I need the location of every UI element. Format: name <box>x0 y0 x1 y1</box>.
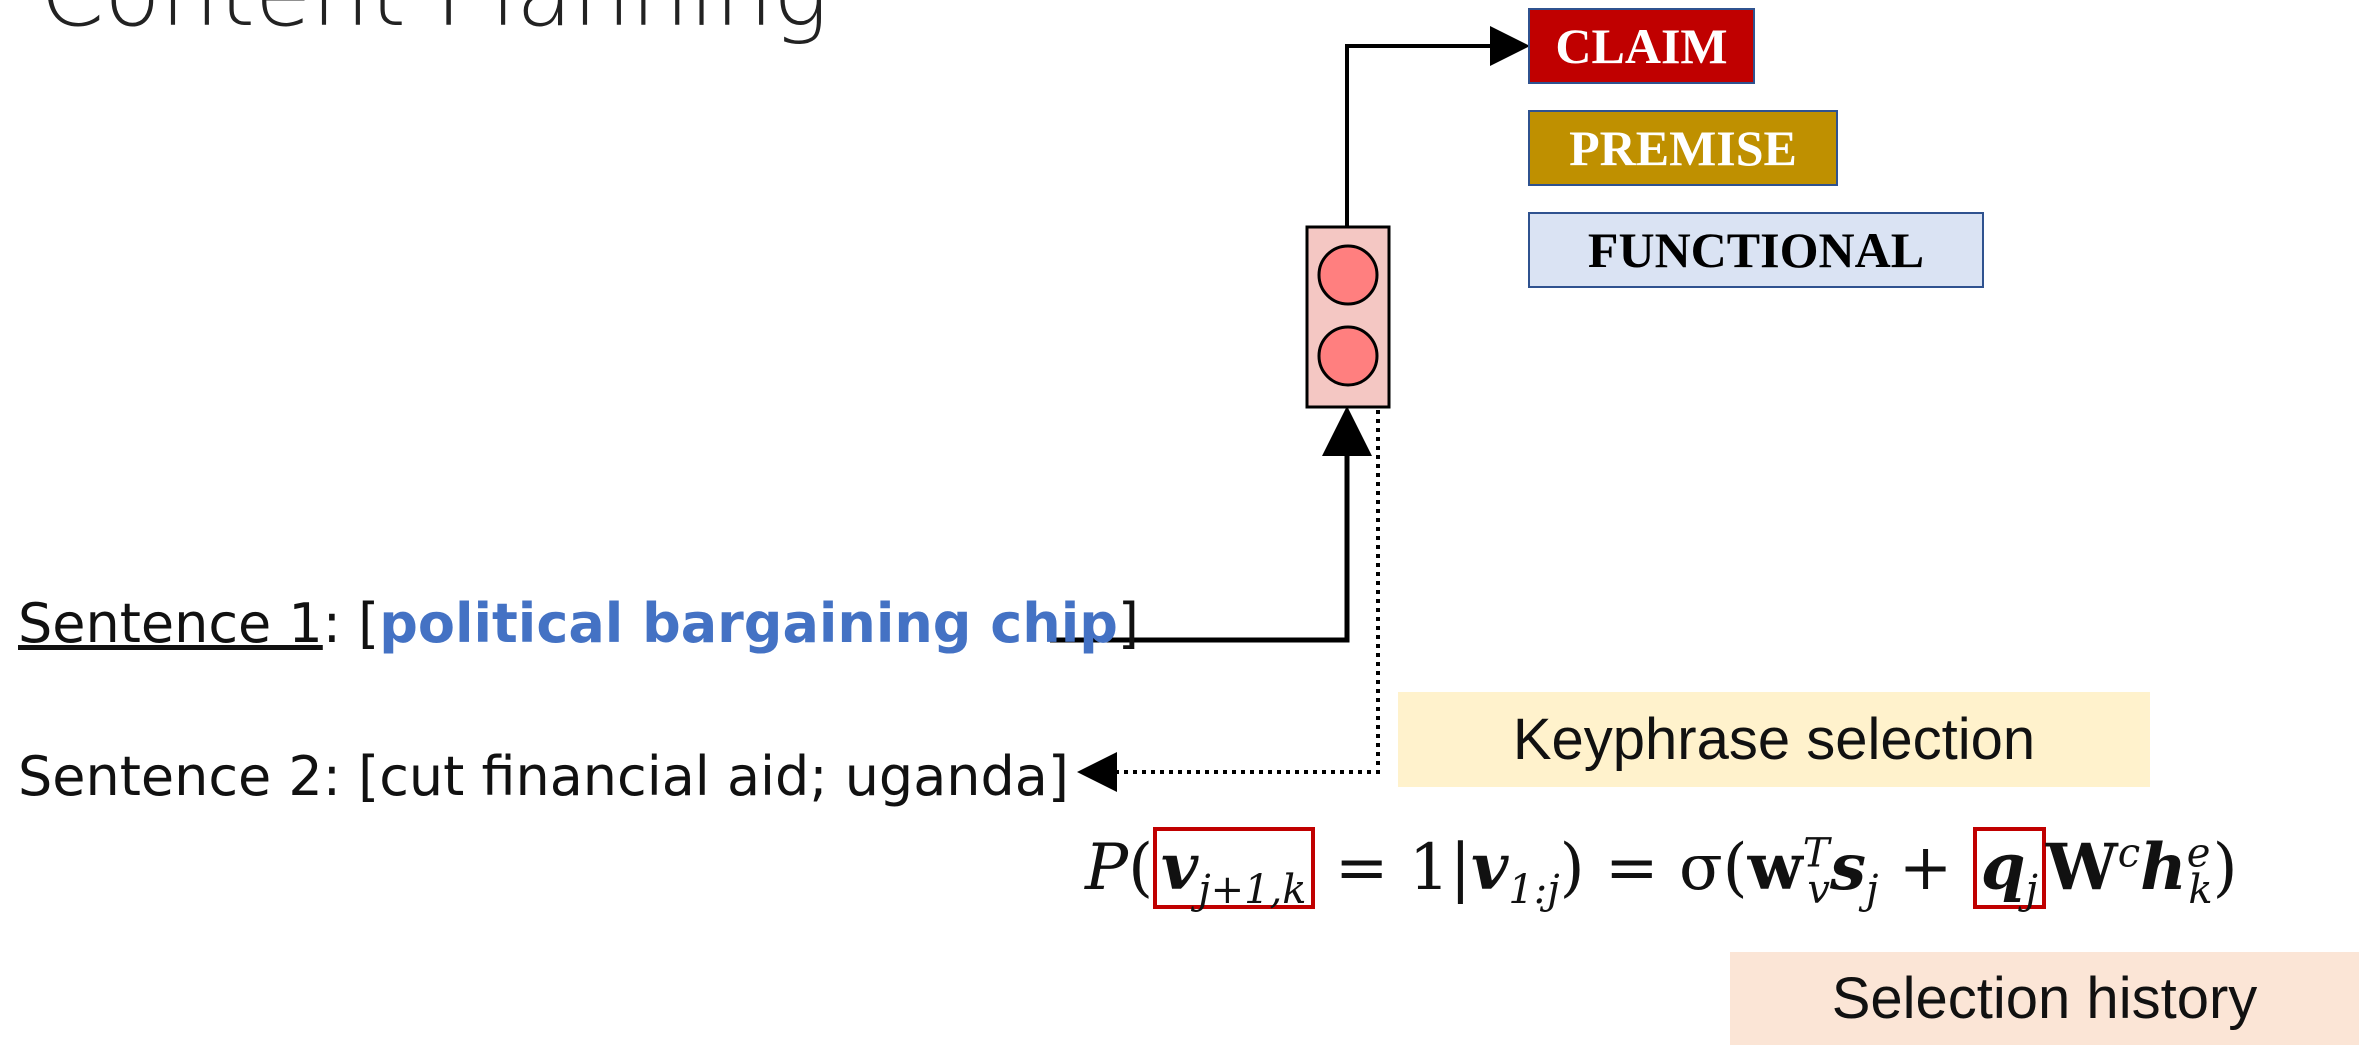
functional-label: FUNCTIONAL <box>1528 212 1984 288</box>
eq-s: s <box>1829 830 1867 905</box>
eq-sup-e: e <box>2186 830 2211 877</box>
sentence-1-keyphrase: political bargaining chip <box>379 592 1118 655</box>
eq-sub-j: j <box>1866 866 1879 913</box>
eq-w: w <box>1747 830 1803 905</box>
eq-q: q <box>1980 830 2026 905</box>
eq-sub-k: k <box>2188 866 2213 913</box>
eq-sup-c: c <box>2117 830 2141 877</box>
eq-sub-1j: 1:j <box>1508 866 1560 913</box>
eq-sub-v: v <box>1807 866 1830 913</box>
node-unit-bottom <box>1317 325 1379 387</box>
sentence-1-open: : [ <box>322 592 380 655</box>
eq-v2: v <box>1471 830 1509 905</box>
eq-h: h <box>2140 830 2187 905</box>
eq-v: v <box>1161 830 1199 905</box>
sentence-2: Sentence 2: [cut financial aid; uganda] <box>18 745 1069 808</box>
claim-label: CLAIM <box>1528 8 1755 84</box>
sentence-1-close: ] <box>1117 592 1139 655</box>
eq-sub-j1k: j+1,k <box>1198 866 1307 913</box>
eq-sigma: = σ( <box>1584 831 1748 905</box>
eq-close: ) <box>2212 831 2238 905</box>
keyphrase-selection-box: Keyphrase selection <box>1398 692 2150 787</box>
eq-highlight-q: qj <box>1972 827 2046 913</box>
eq-equals-one: = 1| <box>1314 831 1472 905</box>
premise-label: PREMISE <box>1528 110 1838 186</box>
sentence-1-prefix: Sentence 1 <box>18 592 323 655</box>
eq-sub-j2: j <box>2025 866 2038 913</box>
node-to-sentence2-dotted-arrow <box>1077 410 1380 792</box>
eq-W: W <box>2045 830 2118 905</box>
selection-history-box: Selection history <box>1730 952 2359 1045</box>
sentence1-to-node-arrow <box>1050 406 1372 643</box>
node-to-claim-arrow <box>1345 26 1530 228</box>
eq-highlight-v: vj+1,k <box>1153 827 1315 913</box>
eq-plus: + <box>1878 831 1973 905</box>
eq-p: P <box>1085 831 1129 905</box>
node-unit-top <box>1317 244 1379 306</box>
page-title: Content Planning <box>40 0 828 47</box>
eq-sup-t: T <box>1802 830 1830 877</box>
sentence-1: Sentence 1: [political bargaining chip] <box>18 592 1139 655</box>
